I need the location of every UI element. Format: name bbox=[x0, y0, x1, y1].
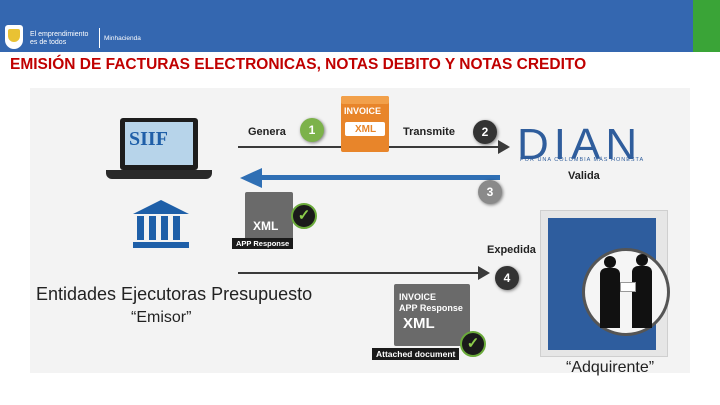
laptop-display bbox=[125, 122, 193, 165]
step-1-badge: 1 bbox=[300, 118, 324, 142]
step-label-transmite: Transmite bbox=[403, 126, 455, 138]
header-accent-stripe bbox=[693, 0, 720, 52]
attached-document-caption: Attached document bbox=[372, 348, 460, 360]
person-head bbox=[636, 254, 648, 266]
attached-invoice-tag: INVOICE bbox=[399, 292, 437, 302]
app-response-caption: APP Response bbox=[232, 238, 294, 249]
invoice-format: XML bbox=[355, 124, 377, 135]
step-label-genera: Genera bbox=[248, 126, 286, 138]
arrow-response-line bbox=[260, 175, 500, 180]
arrow-right-icon bbox=[498, 140, 510, 154]
bank-column bbox=[149, 216, 156, 240]
coat-of-arms-shield-icon bbox=[8, 29, 20, 42]
step-4-badge: 4 bbox=[495, 266, 519, 290]
ministry-name: Minhacienda bbox=[104, 35, 141, 42]
arrow-left-icon bbox=[240, 168, 262, 188]
emisor-role: “Emisor” bbox=[131, 309, 192, 326]
bank-base bbox=[133, 242, 189, 248]
attached-app-response-tag: APP Response bbox=[399, 303, 463, 313]
check-icon: ✓ bbox=[460, 331, 486, 357]
bank-column bbox=[173, 216, 180, 240]
bank-column bbox=[137, 216, 144, 240]
attached-format: XML bbox=[403, 315, 435, 332]
header-bar bbox=[0, 0, 720, 52]
invoice-tag: INVOICE bbox=[344, 106, 382, 116]
check-icon: ✓ bbox=[291, 203, 317, 229]
attached-document-icon bbox=[394, 284, 470, 346]
arrow-right-icon bbox=[478, 266, 490, 280]
brand-slogan: El emprendimiento es de todos bbox=[30, 31, 89, 46]
siif-logo: SIIF bbox=[129, 128, 168, 150]
invoice-doc-fold bbox=[341, 96, 389, 104]
step-2-badge: 2 bbox=[473, 120, 497, 144]
app-response-format: XML bbox=[253, 219, 279, 233]
step-label-expedida: Expedida bbox=[487, 244, 536, 256]
adquirente-role: “Adquirente” bbox=[566, 359, 655, 376]
emisor-entity-name: Entidades Ejecutoras Presupuesto bbox=[36, 284, 313, 304]
dian-logo: DIAN bbox=[517, 120, 643, 169]
laptop-base bbox=[106, 170, 212, 179]
header-divider bbox=[99, 28, 100, 48]
page-title: EMISIÓN DE FACTURAS ELECTRONICAS, NOTAS … bbox=[10, 56, 587, 73]
invoice-xml-label-bg bbox=[345, 122, 385, 136]
dian-status-label: Valida bbox=[568, 170, 600, 182]
app-response-xml-icon bbox=[245, 192, 293, 240]
person-head bbox=[604, 256, 616, 268]
acquirer-circle bbox=[582, 248, 670, 336]
bank-column bbox=[161, 216, 168, 240]
document-icon bbox=[620, 282, 636, 292]
person-body bbox=[632, 266, 652, 328]
dian-tagline: POR UNA COLOMBIA MÁS HONESTA bbox=[520, 157, 645, 163]
person-body bbox=[600, 268, 620, 328]
arrow-issue-line bbox=[238, 272, 481, 274]
step-3-badge: 3 bbox=[478, 180, 502, 204]
bank-roof bbox=[133, 200, 189, 214]
